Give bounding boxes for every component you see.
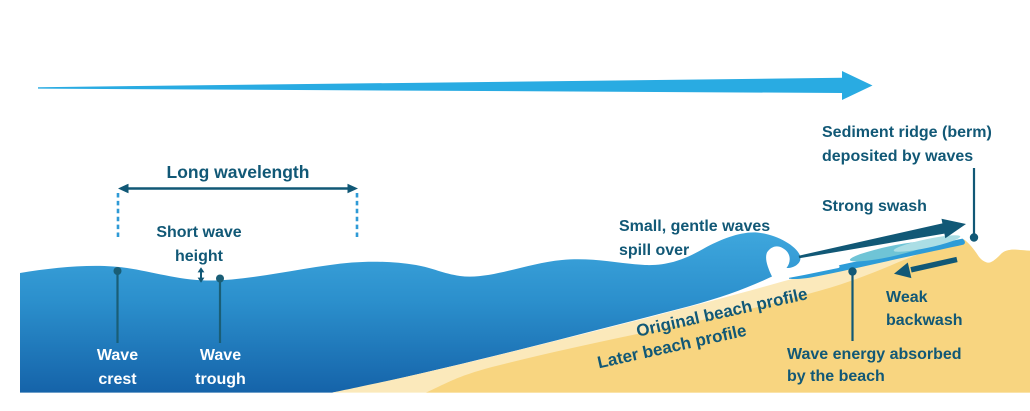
weak-backwash-line1: Weak: [886, 289, 928, 306]
short-wave-height-label: Short wave height: [129, 221, 269, 269]
swash-foam-streak-light: [893, 235, 961, 252]
foam-edge: [770, 265, 840, 281]
strong-swash-label: Strong swash: [822, 198, 927, 215]
wave-height-arrowhead-up: [197, 267, 205, 273]
wave-energy-pointer-dot: [848, 267, 857, 276]
weak-backwash-arrow-shaft: [910, 256, 958, 273]
short-wave-height-line2: height: [175, 248, 223, 265]
wave-crest-label: Wave crest: [77, 344, 158, 392]
wave-height-arrowhead-down: [197, 277, 205, 283]
wavelength-arrowhead-right: [347, 183, 358, 194]
berm-pointer-dot: [969, 233, 979, 242]
long-wavelength-label: Long wavelength: [166, 162, 310, 182]
beach-sand: [426, 238, 1030, 393]
weak-backwash-label: Weak backwash: [886, 286, 962, 332]
wave-energy-line2: by the beach: [787, 368, 885, 385]
wave-trough-line2: trough: [195, 371, 246, 388]
spilling-waves-line2: spill over: [619, 242, 690, 259]
weak-backwash-arrowhead: [894, 262, 912, 279]
wavelength-arrowhead-left: [118, 183, 129, 194]
wave-crest-pointer-dot: [113, 267, 122, 275]
sediment-ridge-label: Sediment ridge (berm) deposited by waves: [822, 121, 992, 169]
sea-water: [20, 232, 801, 393]
wave-energy-line1: Wave energy absorbed: [787, 346, 962, 363]
wave-energy-label: Wave energy absorbed by the beach: [787, 344, 962, 388]
wave-trough-label: Wave trough: [180, 344, 261, 392]
wave-crest-line1: Wave: [96, 347, 139, 364]
strong-swash-arrow: [798, 218, 966, 259]
wave-direction-arrow: [38, 71, 873, 100]
sediment-ridge-line2: deposited by waves: [822, 148, 974, 165]
wave-trough-pointer-dot: [216, 274, 224, 283]
spilling-waves-line1: Small, gentle waves: [619, 218, 771, 235]
wave-trough-line1: Wave: [199, 347, 242, 364]
spilling-waves-label: Small, gentle waves spill over: [619, 215, 770, 263]
wave-crest-line2: crest: [98, 371, 137, 388]
short-wave-height-line1: Short wave: [156, 224, 242, 241]
sediment-ridge-line1: Sediment ridge (berm): [822, 124, 992, 141]
weak-backwash-line2: backwash: [886, 312, 963, 329]
